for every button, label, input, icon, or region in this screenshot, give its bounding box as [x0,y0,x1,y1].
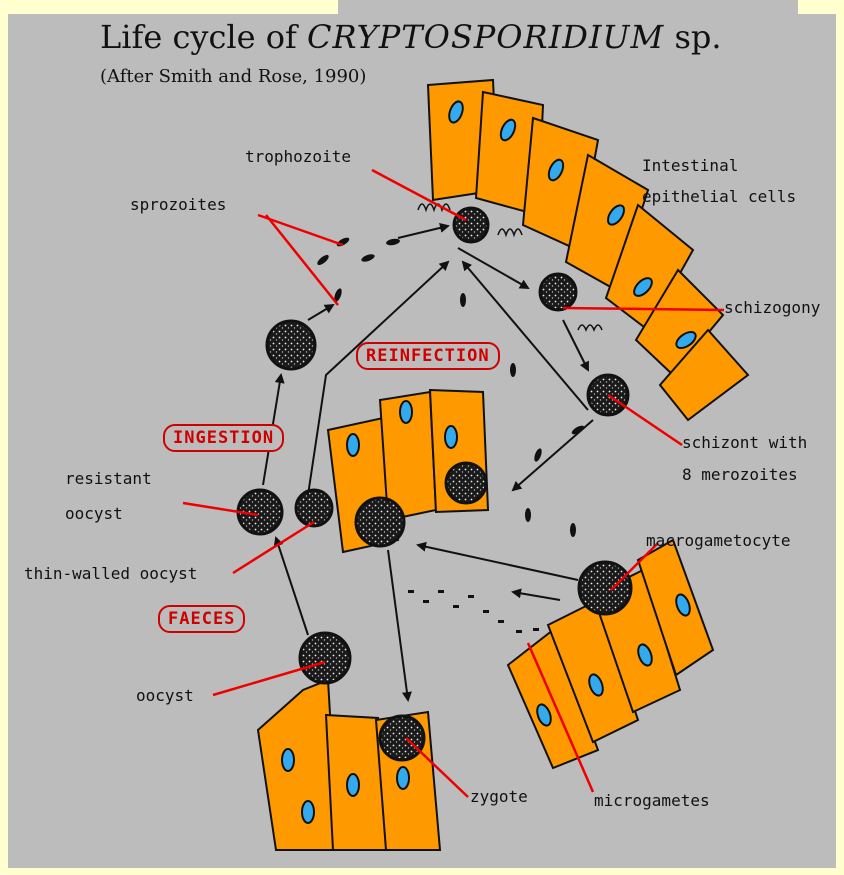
free-oocyst [267,321,315,369]
diagram-panel: Life cycle of CRYPTOSPORIDIUM sp. (After… [8,0,836,868]
stage-reinfection: REINFECTION [356,342,500,370]
label-merozoites: 8 merozoites [682,464,798,486]
epithelial-cell [258,680,338,850]
label-oocyst: oocyst [136,685,194,707]
microgametes-dots [408,590,539,633]
oocyst-body [300,633,350,683]
label-trophozoite: trophozoite [245,146,351,168]
label-resistant: resistant [65,468,152,490]
label-thin-walled-oocyst: thin-walled oocyst [24,563,197,585]
label-epithelial-cells: epithelial cells [642,186,796,208]
schizogony-body [540,274,576,310]
label-macrogametocyte: macrogametocyte [646,530,791,552]
middle-cell-parasite-2 [446,463,486,503]
trophozoite-body [454,208,488,242]
label-intestinal: Intestinal [642,155,738,177]
label-sprozoites: sprozoites [130,194,226,216]
label-zygote: zygote [470,786,528,808]
diagram-subtitle: (After Smith and Rose, 1990) [100,66,366,87]
diagram-title: Life cycle of CRYPTOSPORIDIUM sp. [100,18,722,56]
thin-walled-oocyst-body [296,490,332,526]
macrogametocyte-body [579,562,631,614]
label-resistant-oocyst: oocyst [65,503,123,525]
label-schizogony: schizogony [724,297,820,319]
zygote-body [380,716,424,760]
stage-faeces: FAECES [158,605,245,633]
middle-cell-parasite-1 [356,498,404,546]
label-microgametes: microgametes [594,790,710,812]
stage-ingestion: INGESTION [163,424,284,452]
label-schizont: schizont with [682,432,807,454]
